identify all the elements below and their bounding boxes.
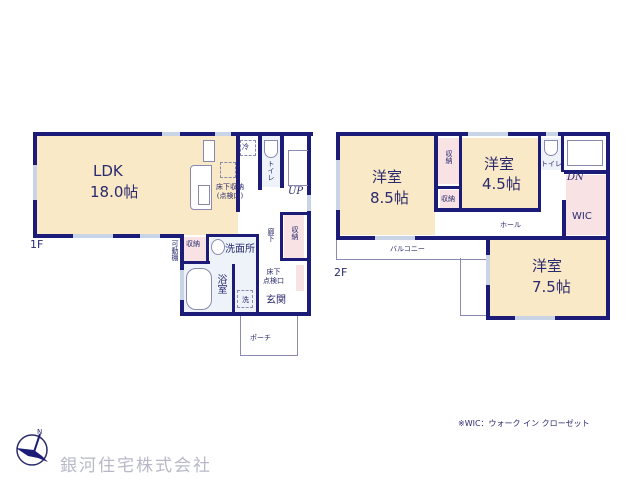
wic-label: WIC [572, 211, 592, 222]
wall [280, 212, 308, 215]
window [140, 234, 160, 238]
stairs-icon [288, 150, 308, 186]
wall [561, 132, 564, 172]
wall [434, 208, 538, 212]
wall [307, 132, 311, 316]
storage-2f-2-label: 収納 [441, 195, 455, 203]
window [73, 234, 113, 238]
wall [564, 170, 608, 174]
underfloor-storage-label: 床下収納 (点検口) [216, 183, 244, 200]
sink-icon [198, 185, 210, 205]
window [215, 132, 231, 136]
wall [606, 132, 610, 320]
wic-legend-note: ※WIC：ウォーク イン クローゼット [458, 419, 590, 428]
wall [538, 132, 541, 212]
kitchen-counter [190, 165, 212, 210]
wall [206, 234, 258, 237]
compass-north-label: N [37, 428, 43, 436]
washroom-label: 洗面所 [225, 244, 255, 255]
wall [180, 261, 210, 264]
hall-label: ホール [500, 221, 521, 229]
hallway-label: 廊下 [267, 228, 275, 242]
toilet-icon [544, 140, 558, 156]
balcony-area [336, 240, 486, 260]
ldk-size: 18.0帖 [90, 183, 139, 201]
porch-area [240, 316, 298, 356]
company-logo [12, 430, 52, 470]
toilet-1f-label: トイレ [267, 160, 275, 181]
wall [232, 264, 235, 314]
toilet-icon [264, 140, 278, 158]
stairs-icon [567, 140, 603, 166]
window [33, 165, 37, 200]
refrigerator-space [240, 140, 256, 156]
bathtub-icon [186, 268, 212, 310]
western-room-3 [490, 240, 606, 316]
western-room-1 [340, 135, 435, 235]
storage-small-label: 収納 [186, 240, 200, 248]
stairs-down-label: DN [567, 172, 584, 183]
western-2-name: 洋室 [484, 155, 515, 173]
western-1-size: 8.5帖 [370, 189, 409, 207]
stove-icon [203, 140, 215, 162]
window [468, 132, 508, 136]
wall [434, 186, 462, 189]
window [336, 160, 340, 210]
storage-2f-1-label: 収納 [445, 150, 453, 164]
porch-label: ポーチ [250, 334, 271, 342]
western-3-name: 洋室 [532, 257, 563, 275]
window [515, 316, 555, 320]
wall [280, 132, 284, 188]
wall [236, 132, 240, 212]
storage-2f-2 [440, 190, 459, 208]
window [546, 132, 558, 136]
western-2-size: 4.5帖 [482, 175, 521, 193]
wall [280, 258, 308, 261]
western-1-name: 洋室 [372, 168, 403, 186]
wall [256, 234, 259, 314]
window [486, 255, 490, 285]
storage-small-1f [184, 237, 206, 261]
wall [280, 212, 283, 260]
bathroom-label: 浴室 [215, 274, 226, 294]
wall [206, 234, 209, 264]
underfloor-hatch [220, 162, 236, 178]
wall [258, 132, 262, 190]
wall [180, 312, 310, 316]
washer-label: 洗 [242, 296, 249, 304]
western-3-size: 7.5帖 [532, 278, 571, 296]
underfloor-inspection-label: 床下 点検口 [263, 268, 284, 285]
wic-room [566, 175, 606, 235]
refrigerator-label: 冷 [242, 143, 249, 151]
window [307, 195, 311, 211]
balcony-label: バルコニー [390, 245, 425, 253]
floor-2-label: 2F [334, 266, 348, 279]
storage-2f-1 [437, 138, 459, 184]
storage-hall-label: 収納 [291, 226, 299, 240]
balcony-area [460, 258, 486, 316]
window [375, 236, 415, 240]
washbasin-icon [211, 239, 225, 255]
window [180, 270, 184, 300]
washer-space [237, 290, 253, 308]
company-name: 銀河住宅株式会社 [60, 456, 212, 476]
storage-hall-1f [284, 214, 304, 258]
wall [459, 132, 462, 212]
wall [434, 132, 438, 212]
floor-1-label: 1F [30, 238, 44, 251]
shoe-storage [296, 265, 304, 291]
wall [562, 200, 566, 240]
compass-bird-icon [16, 433, 48, 466]
window [162, 132, 180, 136]
movable-shelf-label: 可動棚 [171, 240, 179, 261]
entrance-label: 玄関 [266, 295, 286, 306]
western-room-2 [462, 138, 538, 208]
toilet-2f-label: トイレ [541, 160, 562, 168]
wall [486, 236, 610, 240]
ldk-name: LDK [93, 162, 123, 180]
stairs-up-label: UP [288, 186, 304, 197]
